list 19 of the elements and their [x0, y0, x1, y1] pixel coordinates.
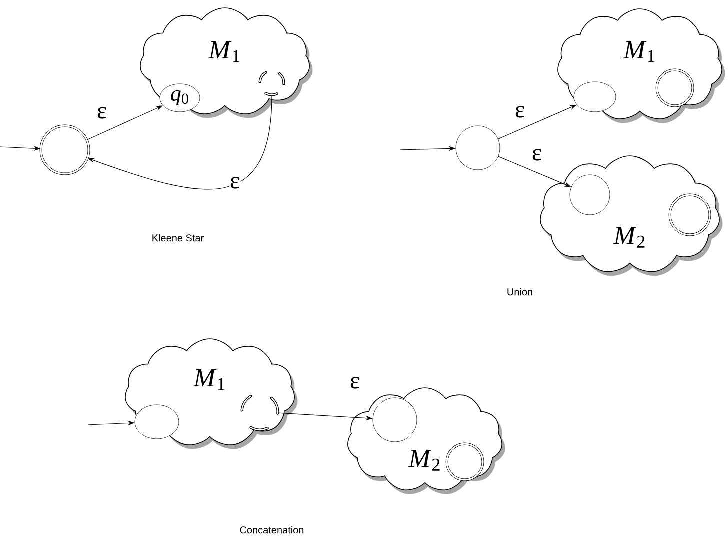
state-circle — [372, 398, 418, 442]
accept-state — [446, 442, 484, 482]
accept-state — [40, 124, 90, 176]
edge-label: ε — [350, 377, 360, 389]
edge-label: ε — [516, 106, 524, 118]
state-circle — [570, 174, 610, 216]
edge-label: ε — [98, 107, 106, 119]
edge-label: ε — [230, 177, 240, 189]
dashed-state — [240, 395, 280, 432]
caption: Concatenation — [240, 526, 304, 534]
caption: Kleene Star — [152, 234, 204, 242]
caption: Union — [508, 288, 532, 296]
edge-label: ε — [532, 149, 542, 161]
state-circle — [574, 82, 616, 112]
accept-state — [668, 194, 712, 236]
accept-state — [656, 68, 694, 108]
state-circle — [134, 404, 180, 440]
state-circle — [456, 126, 500, 170]
dashed-state — [258, 71, 286, 96]
